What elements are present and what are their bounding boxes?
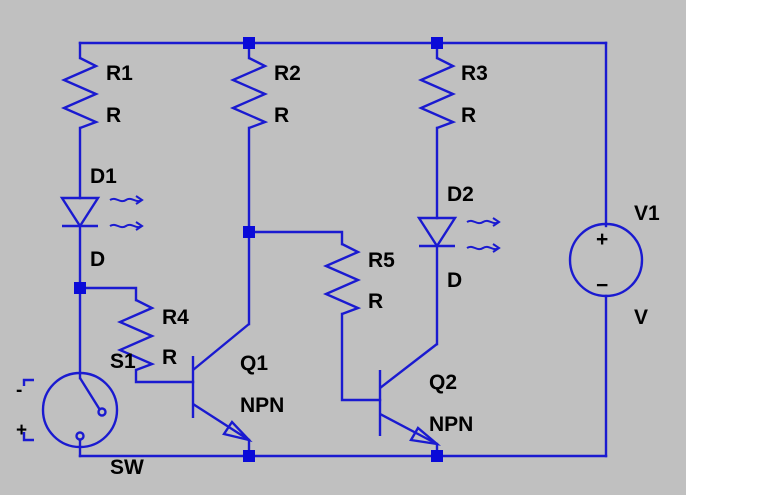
resistor-zigzag <box>323 242 362 316</box>
resistor-r5: R5 R <box>323 242 395 316</box>
voltage-source-v1: + − V1 V <box>568 202 660 329</box>
resistor-r2: R2 R <box>230 56 301 130</box>
r1-value: R <box>106 104 121 127</box>
led-d1: D1 D <box>59 165 144 271</box>
switch-lever <box>78 377 102 411</box>
switch-control-lead <box>22 432 34 442</box>
r1-name: R1 <box>106 62 133 85</box>
s1-plus-sign: + <box>16 420 27 441</box>
r3-name: R3 <box>461 62 488 85</box>
transistor-q1: Q1 NPN <box>191 323 284 443</box>
diode-triangle <box>416 216 458 249</box>
resistor-r3: R3 R <box>418 56 488 130</box>
transistor-q2: Q2 NPN <box>378 343 473 446</box>
junction-node <box>431 450 443 462</box>
junction-node <box>74 282 86 294</box>
junction-node <box>431 37 443 49</box>
wire-r4-base <box>134 368 195 384</box>
junction-node <box>243 226 255 238</box>
resistor-zigzag <box>117 298 156 372</box>
resistor-zigzag <box>418 56 457 130</box>
switch-circle <box>41 371 119 449</box>
diode-triangle <box>59 196 101 229</box>
r5-name: R5 <box>368 249 395 272</box>
q2-value: NPN <box>429 413 473 436</box>
r5-value: R <box>368 290 383 313</box>
switch-contact <box>75 431 85 441</box>
switch-contact <box>97 407 107 417</box>
s1-minus-sign: - <box>16 380 22 401</box>
r4-value: R <box>162 346 177 369</box>
s1-name: S1 <box>110 350 136 373</box>
wire-r5-base <box>340 312 382 402</box>
r2-value: R <box>274 104 289 127</box>
wire-node-r5 <box>247 230 344 246</box>
emitter-arrow <box>409 426 442 446</box>
q1-value: NPN <box>240 394 284 417</box>
light-emission-icon <box>109 221 144 231</box>
source-circle <box>568 222 644 298</box>
d1-value: D <box>90 248 105 271</box>
q1-name: Q1 <box>240 352 268 375</box>
q2-name: Q2 <box>429 371 457 394</box>
d1-name: D1 <box>90 165 117 188</box>
wire-node-r4 <box>78 286 138 302</box>
r2-name: R2 <box>274 62 301 85</box>
junction-node <box>243 450 255 462</box>
light-emission-icon <box>466 243 501 253</box>
switch-control-lead <box>22 378 34 386</box>
v1-name: V1 <box>634 202 660 225</box>
junction-node <box>243 37 255 49</box>
d2-value: D <box>447 269 462 292</box>
light-emission-icon <box>109 195 144 205</box>
d2-name: D2 <box>447 183 474 206</box>
v1-plus-sign: + <box>596 228 608 251</box>
s1-value: SW <box>110 456 144 479</box>
transistor-emitter <box>192 402 250 442</box>
switch-s1: - + S1 SW <box>16 350 144 479</box>
resistor-r1: R1 R <box>61 56 133 130</box>
emitter-arrow <box>222 420 253 443</box>
v1-minus-sign: − <box>596 274 608 297</box>
transistor-emitter <box>379 412 438 446</box>
led-d2: D2 D <box>416 183 501 292</box>
transistor-collector <box>379 343 438 389</box>
r4-name: R4 <box>162 306 189 329</box>
transistor-collector <box>192 323 250 371</box>
junctions <box>74 37 443 462</box>
light-emission-icon <box>466 217 501 227</box>
resistor-zigzag <box>61 56 100 130</box>
resistor-r4: R4 R <box>117 298 189 372</box>
r3-value: R <box>461 104 476 127</box>
v1-value: V <box>634 306 648 329</box>
resistor-zigzag <box>230 56 269 130</box>
